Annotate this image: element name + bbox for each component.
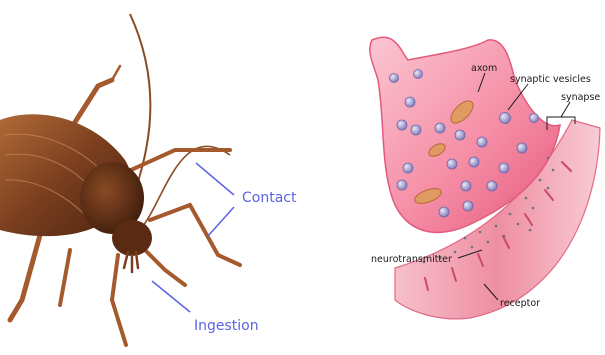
contact-pointer-upper [196,163,234,195]
contact-pointer-lower [208,207,234,236]
axon-label: axom [471,63,497,74]
leg-rear-lower [10,235,40,320]
contact-label: Contact [242,190,297,206]
vesicles-label: synaptic vesicles [510,74,591,85]
ingestion-label: Ingestion [194,318,259,334]
leg-rear-upper [70,80,112,130]
synapse-label: synapse [561,92,600,103]
cockroach-illustration [0,14,240,345]
receptor-label: receptor [500,298,540,309]
neurotransmitter-label: neurotransmitter [371,254,452,265]
cockroach-head [112,220,152,256]
leg-mid-right [150,205,240,265]
synapse-pointer [561,102,570,117]
leg-rear-upper-tip [112,66,120,80]
leg-rear-lower-2 [60,250,70,305]
leg-front-a [140,245,185,285]
leg-mid-upper [120,150,230,175]
cockroach-mouthparts [124,252,138,272]
